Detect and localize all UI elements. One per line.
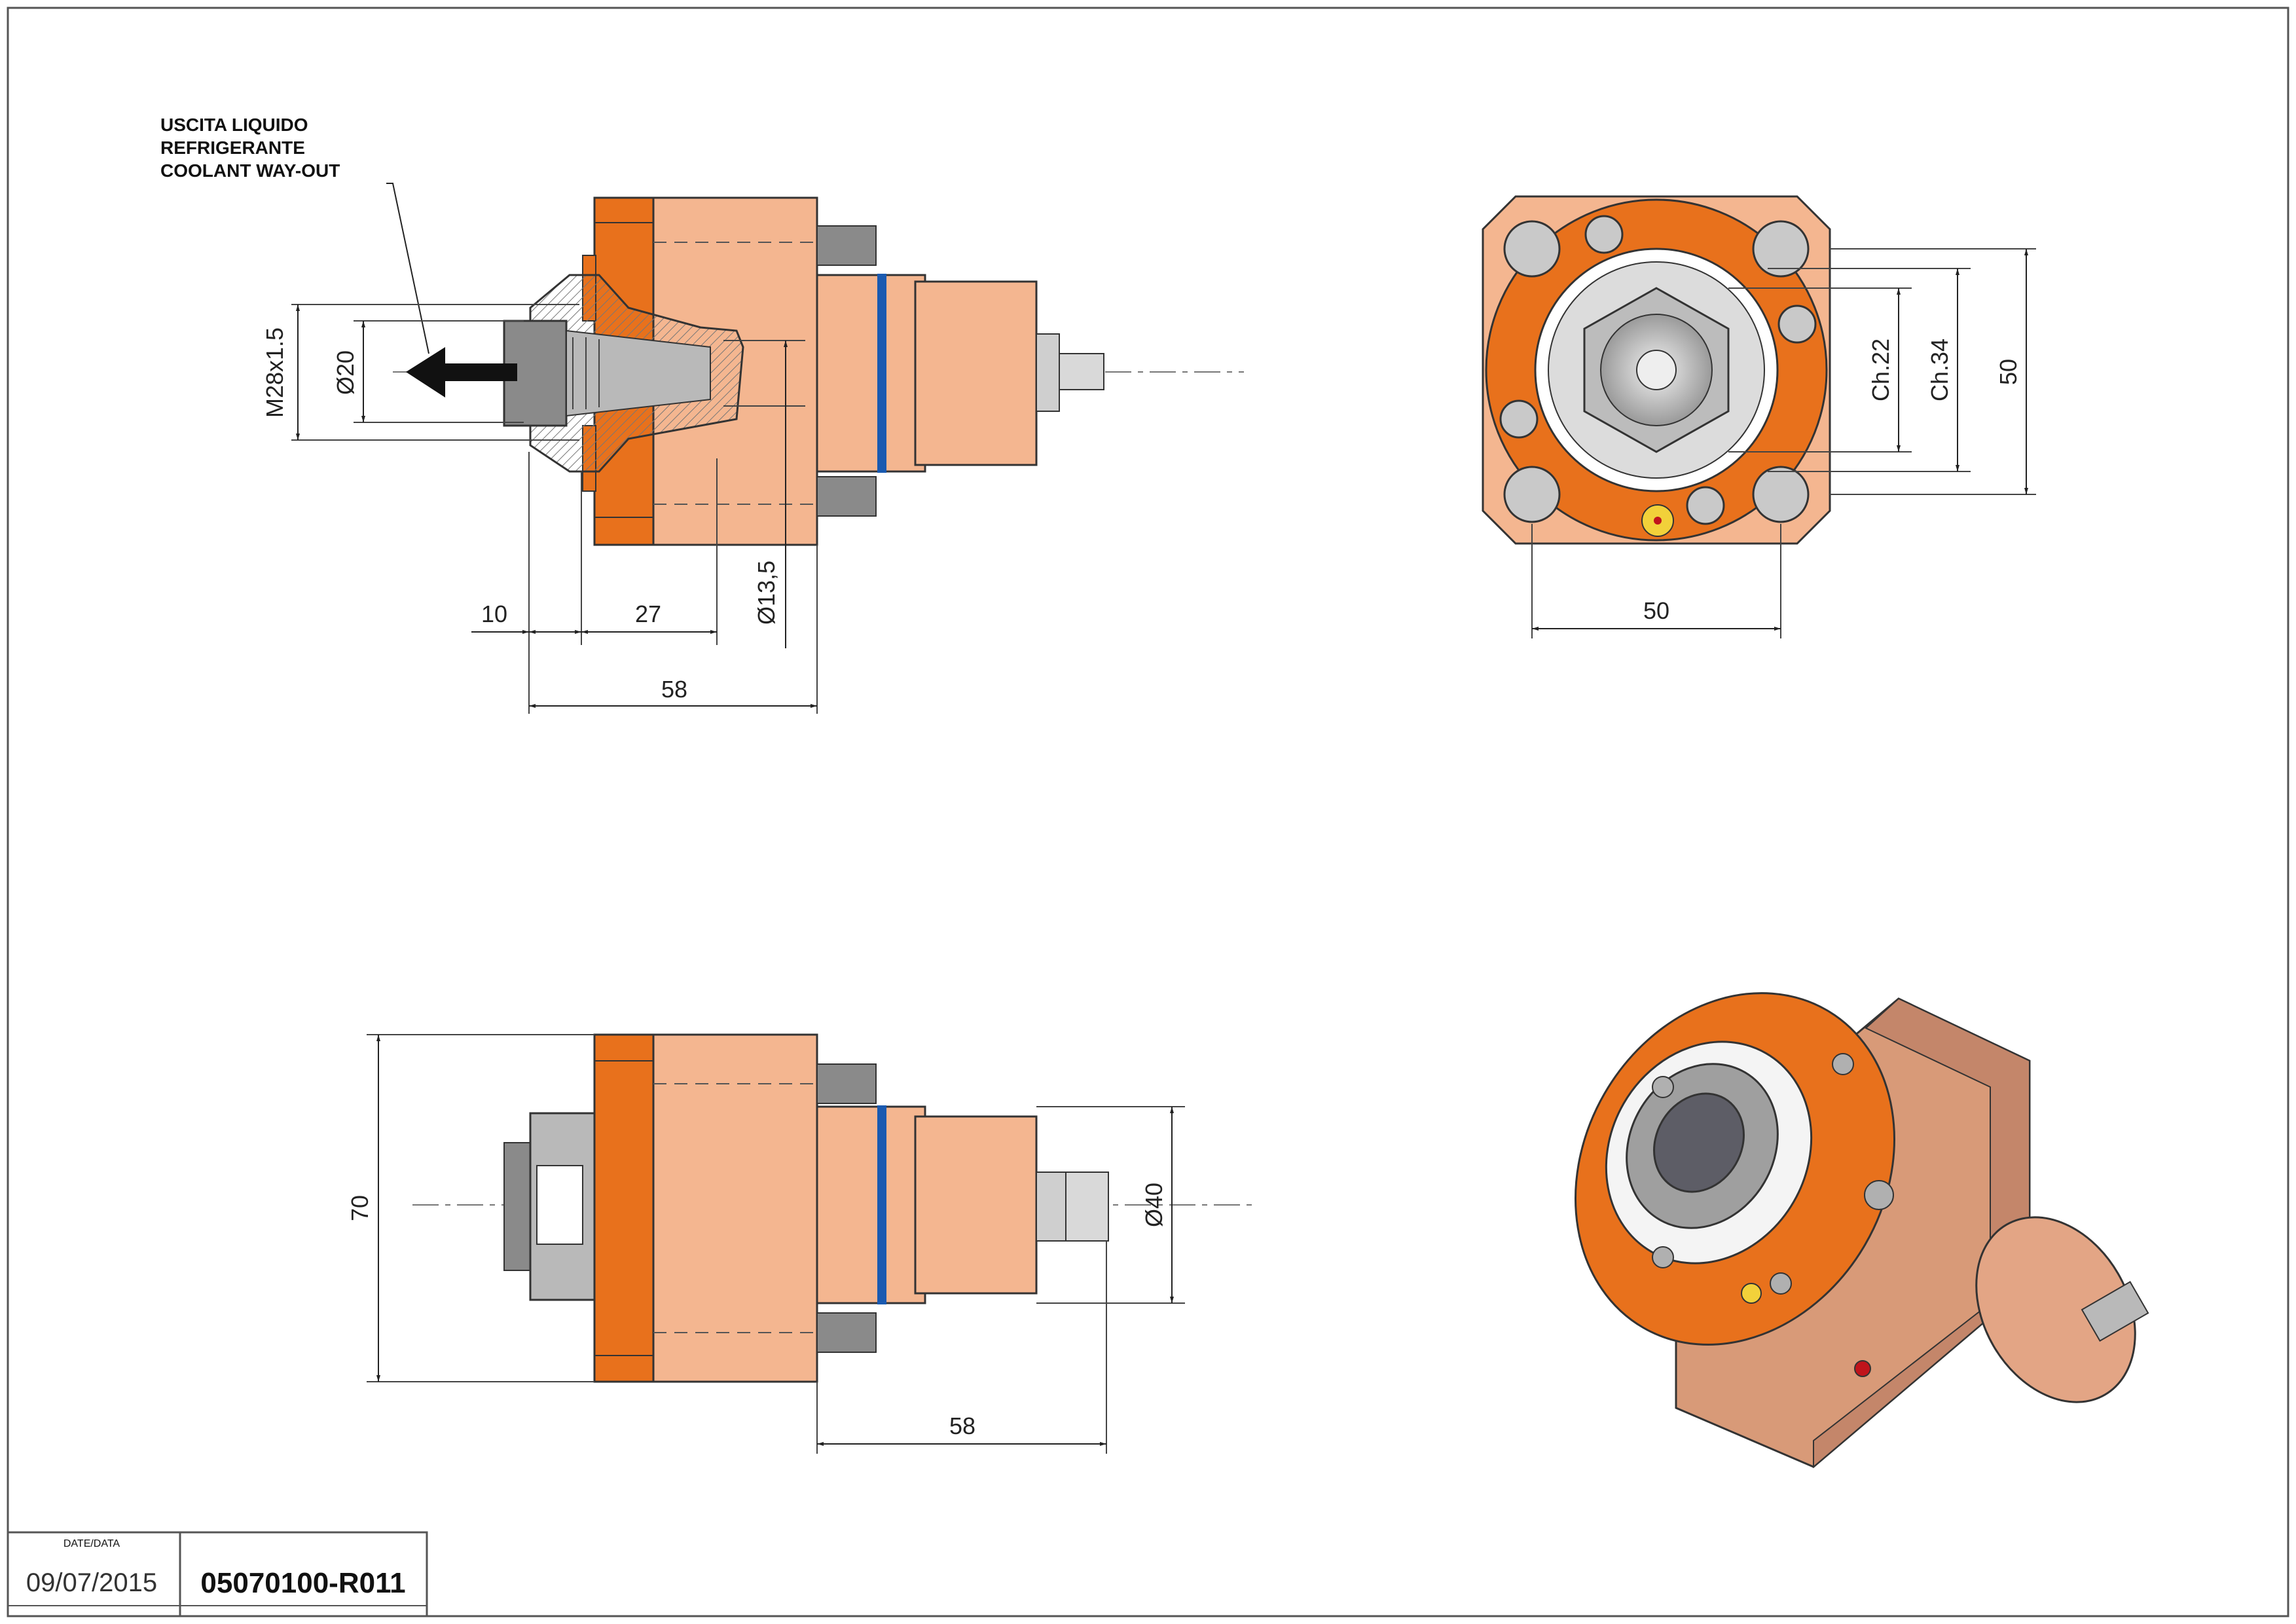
dim-d13: Ø13,5: [753, 561, 780, 625]
dim-d40: Ø40: [1140, 1183, 1167, 1227]
dim-50-horizontal: 50: [1643, 597, 1669, 624]
coolant-note: USCITA LIQUIDO REFRIGERANTE COOLANT WAY-…: [160, 115, 340, 181]
dim-ch34: Ch.34: [1926, 339, 1953, 401]
dim-10: 10: [481, 600, 507, 627]
dim-ch22: Ch.22: [1867, 339, 1894, 401]
date-label: DATE/DATA: [64, 1538, 120, 1549]
dim-27: 27: [635, 600, 661, 627]
dim-58-bottom: 58: [949, 1412, 975, 1439]
dim-58-top: 58: [661, 676, 687, 703]
date-value: 09/07/2015: [26, 1568, 157, 1597]
isometric-view: [1575, 992, 2149, 1469]
side-view: [367, 1033, 1257, 1454]
sheet-border: [7, 7, 2289, 1617]
side-section-view: [291, 183, 1244, 714]
dim-70: 70: [346, 1195, 373, 1221]
dim-d20: Ø20: [332, 350, 359, 395]
dim-50-vertical: 50: [1995, 359, 2022, 385]
dim-m28: M28x1.5: [261, 327, 288, 418]
note-line-2: REFRIGERANTE: [160, 138, 305, 158]
front-view: [1482, 195, 2036, 638]
cap-screws: [1499, 215, 1817, 525]
coolant-arrow: [406, 347, 517, 397]
title-block: DATE/DATA 09/07/2015 05070100-R011: [7, 1531, 428, 1617]
note-line-3: COOLANT WAY-OUT: [160, 160, 340, 181]
drawing-code: 05070100-R011: [200, 1567, 405, 1599]
o-ring: [877, 274, 886, 473]
note-line-1: USCITA LIQUIDO: [160, 115, 308, 135]
